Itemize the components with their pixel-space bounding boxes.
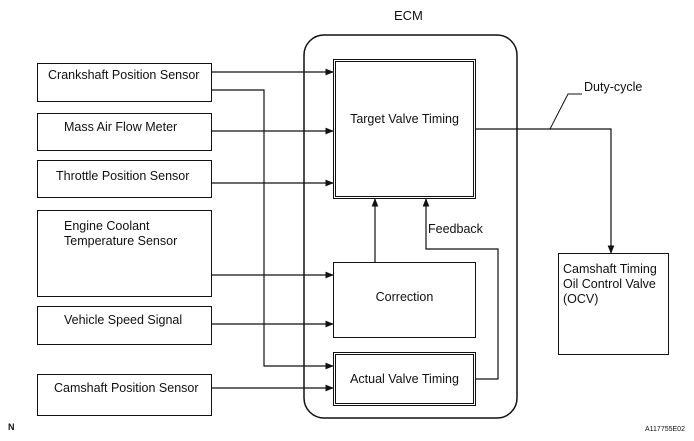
input-throttle-position-sensor: Throttle Position Sensor (37, 160, 212, 198)
input-throttle-label: Throttle Position Sensor (56, 169, 190, 183)
block-correction: Correction (333, 262, 476, 338)
feedback-label: Feedback (428, 222, 483, 236)
arrow-target-to-ocv (476, 128, 615, 254)
input-coolant-label-line-2: Temperature Sensor (64, 234, 178, 248)
block-target-label: Target Valve Timing (350, 112, 459, 126)
block-target-valve-timing: Target Valve Timing (333, 59, 476, 199)
footer-left-label: N (8, 422, 15, 432)
input-maf-label: Mass Air Flow Meter (64, 120, 178, 134)
input-speed-label: Vehicle Speed Signal (64, 313, 183, 327)
output-line-1: Camshaft Timing (563, 262, 657, 276)
input-engine-coolant-temperature-sensor: Engine Coolant Temperature Sensor (37, 210, 212, 297)
input-vehicle-speed-signal: Vehicle Speed Signal (37, 306, 212, 345)
ecm-title: ECM (394, 8, 423, 23)
duty-cycle-leader (549, 93, 582, 130)
output-line-2: Oil Control Valve (563, 277, 656, 291)
input-camshaft-label: Camshaft Position Sensor (54, 381, 199, 395)
footer-figure-id: A117755E02 (645, 426, 685, 433)
input-crankshaft-position-sensor: Crankshaft Position Sensor (37, 63, 212, 102)
arrow-feedback (422, 198, 499, 380)
input-crankshaft-label: Crankshaft Position Sensor (48, 68, 200, 82)
input-mass-air-flow-meter: Mass Air Flow Meter (37, 113, 212, 151)
output-line-3: (OCV) (563, 292, 599, 306)
block-correction-label: Correction (375, 290, 434, 304)
block-actual-valve-timing: Actual Valve Timing (333, 352, 476, 406)
input-coolant-label-line-1: Engine Coolant (64, 219, 150, 233)
duty-cycle-label: Duty-cycle (584, 80, 643, 94)
ecm-box (303, 34, 518, 419)
output-camshaft-timing-ocv: Camshaft Timing Oil Control Valve (OCV) (558, 253, 669, 355)
arrow-crankshaft-to-actual (212, 89, 334, 370)
block-actual-label: Actual Valve Timing (350, 372, 459, 386)
input-camshaft-position-sensor: Camshaft Position Sensor (37, 374, 212, 416)
